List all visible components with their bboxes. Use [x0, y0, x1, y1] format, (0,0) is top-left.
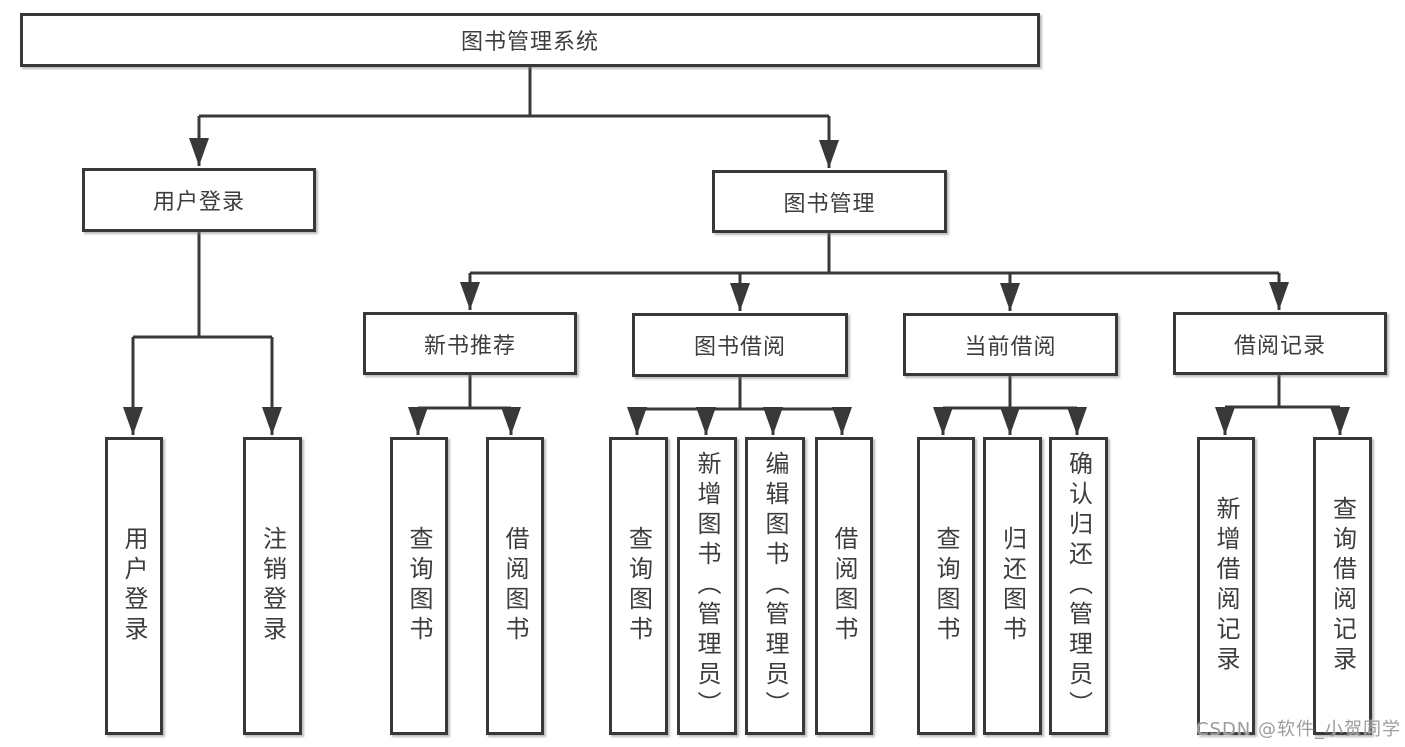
- node-borrow-records-label: 借阅记录: [1233, 333, 1326, 359]
- node-new-book-recommend-label: 新书推荐: [423, 333, 516, 359]
- csdn-watermark: CSDN @软件_小贺同学: [1195, 719, 1401, 740]
- connector-newbooks-to-leaves: [408, 373, 521, 435]
- leaf-borrowing-edit: 编辑图书（管理员）: [745, 437, 805, 735]
- leaf-newbooks-query-label: 查询图书: [405, 526, 433, 646]
- node-root: 图书管理系统: [20, 13, 1040, 67]
- node-book-management: 图书管理: [712, 170, 947, 233]
- node-current-borrowing-label: 当前借阅: [964, 334, 1057, 360]
- node-user-login-label: 用户登录: [152, 190, 245, 215]
- node-new-book-recommend: 新书推荐: [363, 312, 577, 375]
- leaf-records-add: 新增借阅记录: [1197, 437, 1255, 735]
- leaf-logout: 注销登录: [243, 437, 302, 735]
- leaf-current-return: 归还图书: [983, 437, 1042, 735]
- leaf-borrowing-add-label: 新增图书（管理员）: [693, 451, 721, 721]
- leaf-borrowing-query: 查询图书: [609, 437, 668, 735]
- leaf-newbooks-query: 查询图书: [390, 437, 448, 735]
- node-book-management-label: 图书管理: [783, 191, 876, 217]
- connector-userlogin-to-leaves: [123, 230, 282, 435]
- node-book-borrowing-label: 图书借阅: [693, 335, 786, 360]
- leaf-logout-label: 注销登录: [258, 526, 287, 646]
- leaf-borrowing-borrow-label: 借阅图书: [830, 526, 858, 646]
- leaf-current-confirm: 确认归还（管理员）: [1049, 437, 1108, 735]
- leaf-newbooks-borrow: 借阅图书: [486, 437, 544, 735]
- leaf-records-add-label: 新增借阅记录: [1212, 496, 1240, 676]
- connector-records-to-leaves: [1215, 373, 1350, 435]
- leaf-borrowing-borrow: 借阅图书: [815, 437, 873, 735]
- leaf-current-return-label: 归还图书: [998, 526, 1027, 646]
- node-current-borrowing: 当前借阅: [903, 313, 1118, 376]
- leaf-user-login: 用户登录: [105, 437, 163, 735]
- leaf-borrowing-edit-label: 编辑图书（管理员）: [761, 451, 789, 721]
- leaf-newbooks-borrow-label: 借阅图书: [501, 526, 529, 646]
- connector-borrowing-to-leaves: [627, 375, 852, 435]
- leaf-records-query: 查询借阅记录: [1313, 437, 1372, 735]
- leaf-records-query-label: 查询借阅记录: [1328, 496, 1357, 676]
- node-root-label: 图书管理系统: [460, 30, 599, 55]
- node-user-login: 用户登录: [82, 168, 316, 232]
- connector-bookmgmt-to-level3: [460, 231, 1289, 311]
- leaf-current-query-label: 查询图书: [932, 526, 960, 646]
- leaf-current-query: 查询图书: [917, 437, 975, 735]
- node-borrow-records: 借阅记录: [1173, 312, 1387, 375]
- leaf-borrowing-add: 新增图书（管理员）: [677, 437, 737, 735]
- leaf-borrowing-query-label: 查询图书: [624, 526, 653, 646]
- leaf-current-confirm-label: 确认归还（管理员）: [1064, 451, 1093, 721]
- node-book-borrowing: 图书借阅: [632, 313, 848, 377]
- leaf-user-login-label: 用户登录: [120, 526, 148, 646]
- connector-root-to-level2: [189, 66, 839, 168]
- connector-current-to-leaves: [933, 374, 1087, 435]
